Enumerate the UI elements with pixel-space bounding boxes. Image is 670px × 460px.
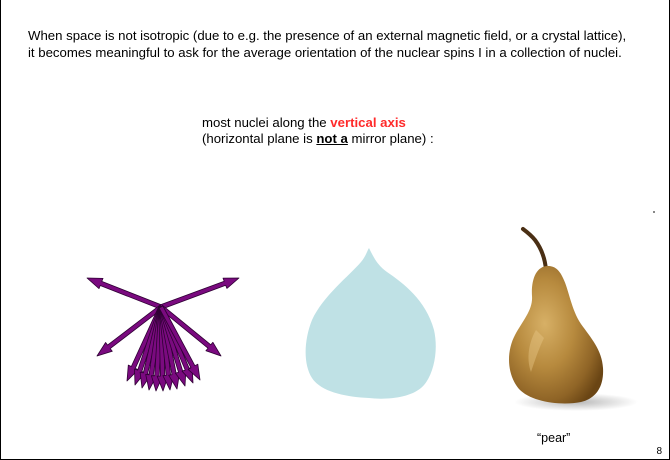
pear-caption: “pear” [537,431,570,445]
page-number: 8 [656,446,662,457]
pear-stem [523,229,546,270]
pear-body [509,266,603,403]
